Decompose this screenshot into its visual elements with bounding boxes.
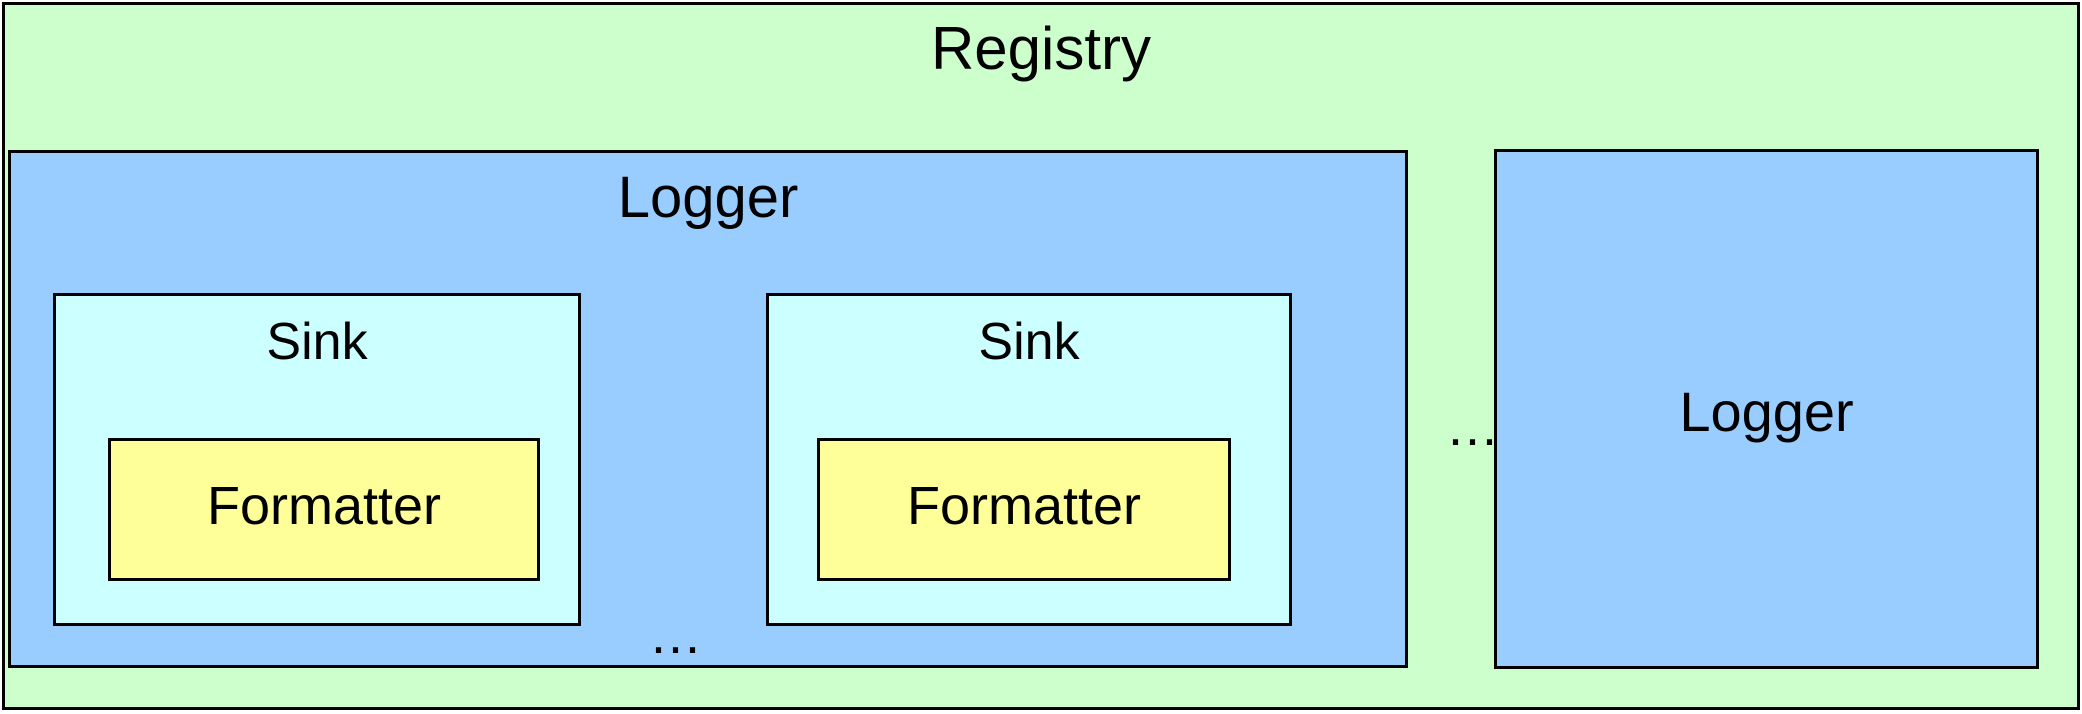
sink-container-1: Sink Formatter bbox=[53, 293, 581, 626]
formatter-container-2: Formatter bbox=[817, 438, 1231, 581]
sink-container-2: Sink Formatter bbox=[766, 293, 1292, 626]
logger-main-container: Logger Sink Formatter ... Sink Formatter bbox=[8, 150, 1408, 668]
logger-alt-container: Logger bbox=[1494, 149, 2039, 669]
sink-label-1: Sink bbox=[266, 313, 368, 371]
formatter-label-2: Formatter bbox=[906, 476, 1142, 536]
logger-main-label: Logger bbox=[617, 165, 799, 230]
logger-ellipsis: ... bbox=[1448, 397, 1500, 457]
sink-ellipsis: ... bbox=[651, 605, 703, 665]
sink-label-2: Sink bbox=[978, 313, 1080, 371]
formatter-label-1: Formatter bbox=[206, 476, 442, 536]
logger-alt-label: Logger bbox=[1679, 380, 1854, 443]
formatter-container-1: Formatter bbox=[108, 438, 540, 581]
registry-label: Registry bbox=[930, 15, 1152, 82]
